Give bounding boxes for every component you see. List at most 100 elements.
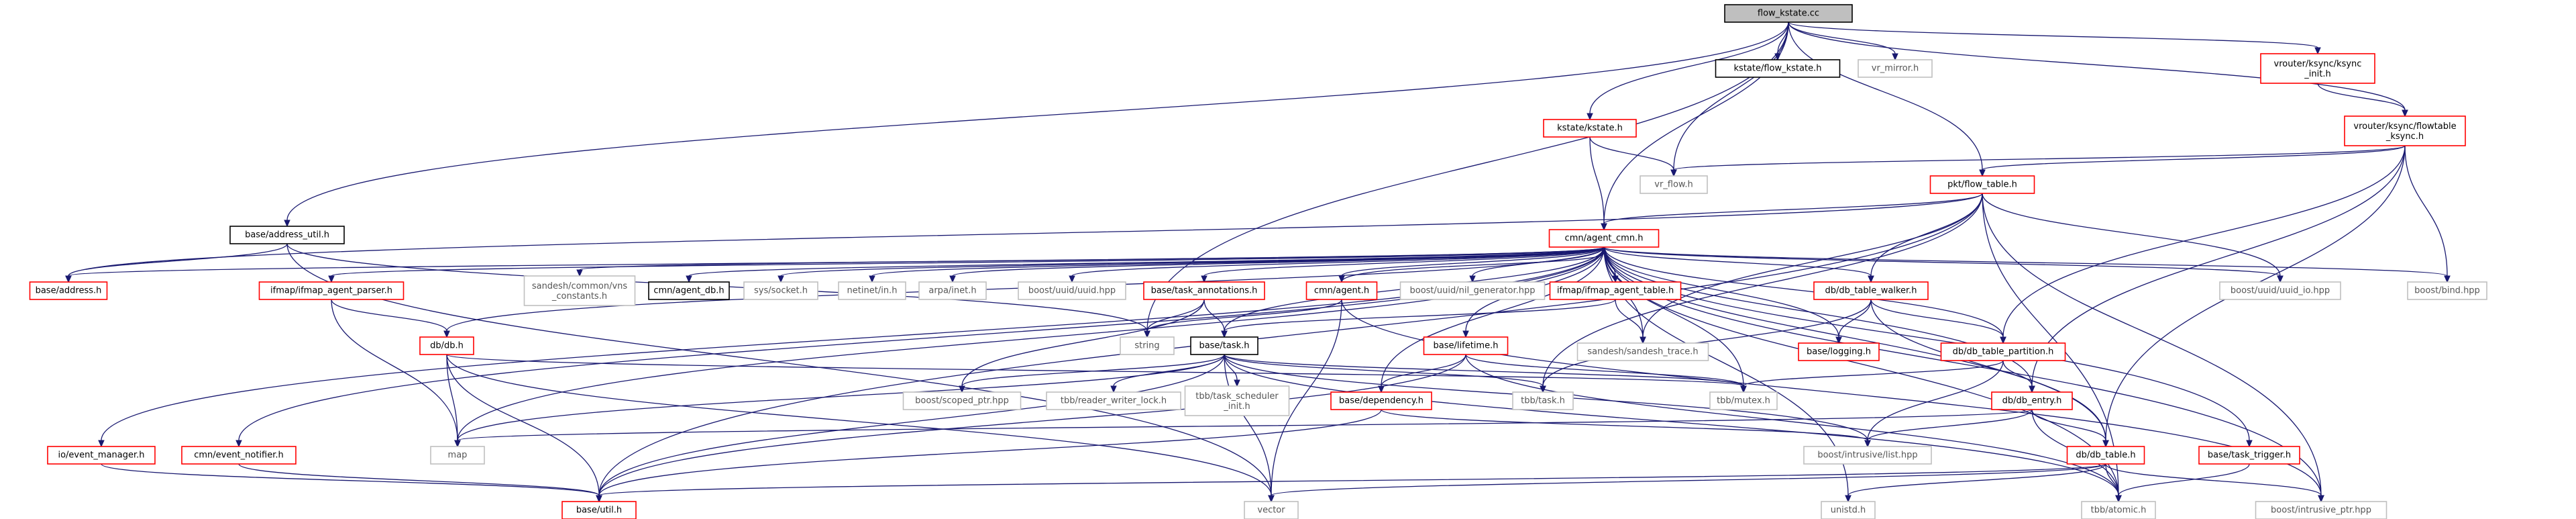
node-box: [29, 281, 108, 300]
node-vrouter-ksync-flowtable-ksync-h[interactable]: vrouter/ksync/flowtable_ksync.h: [2344, 115, 2466, 146]
node-box: [1724, 4, 1853, 23]
node-label: flow_kstate.cc: [1758, 9, 1819, 19]
node-ifmap-ifmap-agent-table-h[interactable]: ifmap/ifmap_agent_table.h: [1549, 281, 1682, 300]
edge-db_db_table-to-tbb_atomic: [2105, 463, 2122, 503]
node-box: [258, 281, 405, 300]
node-base-task-annotations-h[interactable]: base/task_annotations.h: [1143, 281, 1265, 300]
node-label: base/logging.h: [1807, 347, 1871, 357]
node-label: boost/uuid/uuid.hpp: [1028, 286, 1116, 296]
node-box: [2344, 115, 2466, 146]
node-box: [1640, 175, 1708, 194]
node-base-address-h[interactable]: base/address.h: [29, 281, 108, 300]
edge-cmn_agent-to-boost_intrusive_ptr: [1341, 299, 2324, 503]
node-label: base/util.h: [576, 506, 622, 516]
edge-cmn_agent_cmn-to-base_task_annotations: [1201, 246, 1605, 283]
node-label: vr_flow.h: [1654, 180, 1693, 190]
node-cmn-event-notifier-h[interactable]: cmn/event_notifier.h: [181, 446, 297, 465]
node-db-db-entry-h[interactable]: db/db_entry.h: [1991, 391, 2073, 410]
node-box: [523, 275, 636, 306]
node-base-dependency-h[interactable]: base/dependency.h: [1330, 391, 1432, 410]
node-db-db-table-walker-h[interactable]: db/db_table_walker.h: [1813, 281, 1929, 300]
node-box: [1120, 336, 1175, 355]
node-pkt-flow-table-h[interactable]: pkt/flow_table.h: [1929, 175, 2035, 194]
edge-cmn_agent_cmn-to-base_address: [65, 246, 1605, 283]
node-tbb-task-scheduler-init-h: tbb/task_scheduler_init.h: [1184, 385, 1290, 416]
node-base-logging-h[interactable]: base/logging.h: [1798, 342, 1880, 361]
node-tbb-reader-writer-lock-h: tbb/reader_writer_lock.h: [1046, 391, 1181, 410]
edge-kstate_kstate-to-cmn_agent_cmn: [1589, 136, 1607, 231]
node-tbb-mutex-h: tbb/mutex.h: [1709, 391, 1778, 410]
node-box: [1576, 342, 1709, 361]
node-box: [1543, 119, 1637, 138]
node-label: netinet/in.h: [847, 286, 898, 296]
node-sandesh-common-vns-constants-h: sandesh/common/vns_constants.h: [523, 275, 636, 306]
node-label: boost/intrusive/list.hpp: [1817, 451, 1917, 461]
node-label: tbb/task_scheduler_init.h: [1195, 391, 1279, 412]
edge-kstate_kstate-to-vr_flow: [1589, 136, 1677, 177]
node-io-event-manager-h[interactable]: io/event_manager.h: [47, 446, 156, 465]
node-label: cmn/agent.h: [1314, 286, 1369, 296]
node-ifmap-ifmap-agent-parser-h[interactable]: ifmap/ifmap_agent_parser.h: [258, 281, 405, 300]
node-cmn-agent-cmn-h[interactable]: cmn/agent_cmn.h: [1548, 229, 1660, 248]
node-label: string: [1134, 341, 1159, 351]
node-box: [1813, 281, 1929, 300]
node-box: [1184, 385, 1290, 416]
node-boost-intrusive-ptr-hpp: boost/intrusive_ptr.hpp: [2255, 501, 2387, 519]
node-label: db/db_table.h: [2076, 451, 2135, 461]
edge-cmn_agent-to-cmn_agent_cmn: [1341, 246, 1607, 283]
node-base-lifetime-h[interactable]: base/lifetime.h: [1423, 336, 1509, 355]
node-boost-uuid-uuid-io-hpp: boost/uuid/uuid_io.hpp: [2219, 281, 2341, 300]
edge-root-to-kstate_kstate: [1587, 21, 1789, 121]
edge-cmn_agent-to-string: [1144, 299, 1342, 338]
node-label: db/db_table_walker.h: [1825, 286, 1917, 296]
edge-db_db_entry-to-map: [454, 409, 2033, 448]
node-label: kstate/flow_kstate.h: [1734, 64, 1822, 74]
node-label: base/task.h: [1199, 341, 1249, 351]
node-tbb-task-h: tbb/task.h: [1512, 391, 1574, 410]
node-netinet-in-h: netinet/in.h: [838, 281, 906, 300]
node-boost-uuid-uuid-hpp: boost/uuid/uuid.hpp: [1018, 281, 1126, 300]
node-box: [419, 336, 474, 355]
node-label: tbb/task.h: [1521, 396, 1565, 406]
node-base-task-h[interactable]: base/task.h: [1190, 336, 1258, 355]
node-base-task-trigger-h[interactable]: base/task_trigger.h: [2198, 446, 2300, 465]
edge-cmn_agent_cmn-to-io_event_manager: [98, 246, 1605, 448]
node-label: base/lifetime.h: [1434, 341, 1499, 351]
node-cmn-agent-h[interactable]: cmn/agent.h: [1305, 281, 1378, 300]
edge-cmn_agent_cmn-to-db_db_entry: [1603, 246, 2035, 393]
edge-db_db_table-to-unistd: [1845, 463, 2106, 503]
edge-db_db_entry-to-boost_intrusive_list: [1864, 409, 2033, 448]
edge-db_table_partition-to-tbb_mutex: [1740, 360, 2004, 393]
node-label: boost/uuid/nil_generator.hpp: [1410, 286, 1536, 296]
node-base-address-util-h[interactable]: base/address_util.h: [229, 226, 345, 244]
node-box: [1549, 281, 1682, 300]
node-label: kstate/kstate.h: [1557, 124, 1623, 134]
node-box: [2198, 446, 2300, 465]
edges-layer: [65, 21, 2451, 503]
node-db-db-h[interactable]: db/db.h: [419, 336, 474, 355]
edge-db_table_walker-to-base_logging: [1835, 299, 1872, 344]
node-label: sys/socket.h: [754, 286, 808, 296]
node-kstate-kstate-h[interactable]: kstate/kstate.h: [1543, 119, 1637, 138]
edge-pkt_flow_table-to-base_address: [65, 193, 1983, 283]
node-box: [2066, 446, 2145, 465]
node-label: ifmap/ifmap_agent_parser.h: [270, 286, 392, 296]
edge-root-to-pkt_flow_table: [1788, 21, 1986, 177]
node-box: [648, 281, 730, 300]
node-kstate-flow-kstate-h[interactable]: kstate/flow_kstate.h: [1715, 59, 1841, 78]
edge-base_task_trigger-to-tbb_atomic: [2115, 463, 2250, 503]
node-box: [1929, 175, 2035, 194]
edge-flowtable_ksync-to-boost_bind: [2404, 145, 2451, 283]
node-cmn-agent-db-h[interactable]: cmn/agent_db.h: [648, 281, 730, 300]
node-box: [1548, 229, 1660, 248]
node-box: [1715, 59, 1841, 78]
node-db-db-table-h[interactable]: db/db_table.h: [2066, 446, 2145, 465]
node-unistd-h: unistd.h: [1821, 501, 1876, 519]
node-db-db-table-partition-h[interactable]: db/db_table_partition.h: [1940, 342, 2066, 361]
node-vrouter-ksync-ksync-init-h[interactable]: vrouter/ksync/ksync_init.h: [2260, 53, 2375, 84]
edge-base_task-to-tbb_task_scheduler: [1224, 354, 1240, 387]
node-box: [1709, 391, 1778, 410]
node-box: [2260, 53, 2375, 84]
node-base-util-h[interactable]: base/util.h: [561, 501, 637, 519]
